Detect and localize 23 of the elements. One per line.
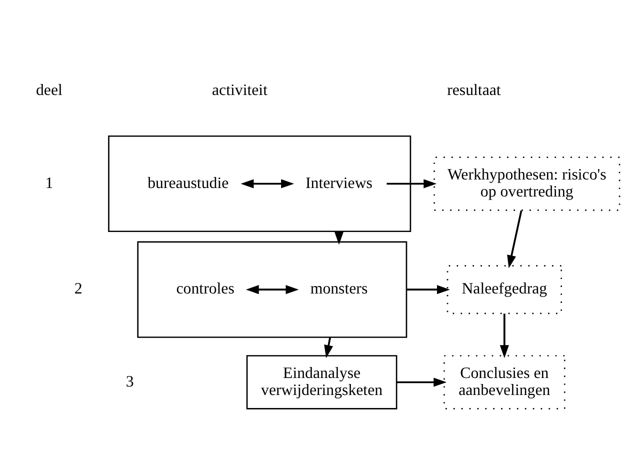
arrow <box>406 284 450 294</box>
node-box: Eindanalyse verwijderingsketen <box>246 354 398 409</box>
arrow <box>240 178 294 188</box>
label: resultaat <box>447 82 501 99</box>
node-box: Naleefgedrag <box>446 264 562 314</box>
node-box: Werkhypothesen: risico's op overtreding <box>434 156 620 210</box>
arrow <box>324 336 334 358</box>
arrow <box>500 313 509 358</box>
node-box: Conclusies en aanbevelingen <box>444 354 566 409</box>
node-text: Interviews <box>306 174 372 192</box>
arrow <box>507 210 522 268</box>
arrow <box>396 377 447 386</box>
node-text: bureaustudie <box>148 174 229 192</box>
cluster <box>137 240 408 338</box>
label: deel <box>36 82 62 99</box>
arrow <box>386 178 437 188</box>
label: 1 <box>45 174 54 192</box>
label: activiteit <box>212 82 268 99</box>
label: 3 <box>126 372 134 390</box>
node-text: controles <box>176 280 234 298</box>
arrow <box>246 284 299 294</box>
node-text: monsters <box>310 280 368 298</box>
label: 2 <box>74 280 82 298</box>
